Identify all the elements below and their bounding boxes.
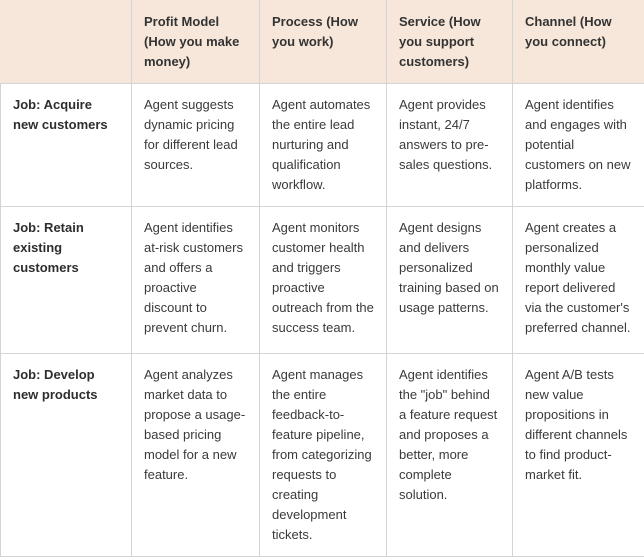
row-header-develop-new-products: Job: Develop new products (1, 354, 132, 557)
row-header-retain-existing-customers: Job: Retain existing customers (1, 207, 132, 354)
cell-acquire-process: Agent automates the entire lead nurturin… (260, 84, 387, 207)
cell-retain-service: Agent designs and delivers personalized … (387, 207, 513, 354)
cell-develop-channel: Agent A/B tests new value propositions i… (513, 354, 644, 557)
cell-retain-channel: Agent creates a personalized monthly val… (513, 207, 644, 354)
header-corner-cell (1, 1, 132, 84)
cell-acquire-service: Agent provides instant, 24/7 answers to … (387, 84, 513, 207)
table-row: Job: Acquire new customers Agent suggest… (1, 84, 644, 207)
cell-retain-process: Agent monitors customer health and trigg… (260, 207, 387, 354)
cell-develop-process: Agent manages the entire feedback-to-fea… (260, 354, 387, 557)
cell-acquire-profit-model: Agent suggests dynamic pricing for diffe… (132, 84, 260, 207)
header-row: Profit Model (How you make money) Proces… (1, 1, 644, 84)
cell-acquire-channel: Agent identifies and engages with potent… (513, 84, 644, 207)
column-header-service: Service (How you support customers) (387, 1, 513, 84)
row-header-acquire-new-customers: Job: Acquire new customers (1, 84, 132, 207)
column-header-profit-model: Profit Model (How you make money) (132, 1, 260, 84)
table-row: Job: Retain existing customers Agent ide… (1, 207, 644, 354)
table-body: Job: Acquire new customers Agent suggest… (1, 84, 644, 557)
cell-develop-service: Agent identifies the "job" behind a feat… (387, 354, 513, 557)
cell-develop-profit-model: Agent analyzes market data to propose a … (132, 354, 260, 557)
cell-retain-profit-model: Agent identifies at-risk customers and o… (132, 207, 260, 354)
column-header-process: Process (How you work) (260, 1, 387, 84)
column-header-channel: Channel (How you connect) (513, 1, 644, 84)
table-header: Profit Model (How you make money) Proces… (1, 1, 644, 84)
table-row: Job: Develop new products Agent analyzes… (1, 354, 644, 557)
